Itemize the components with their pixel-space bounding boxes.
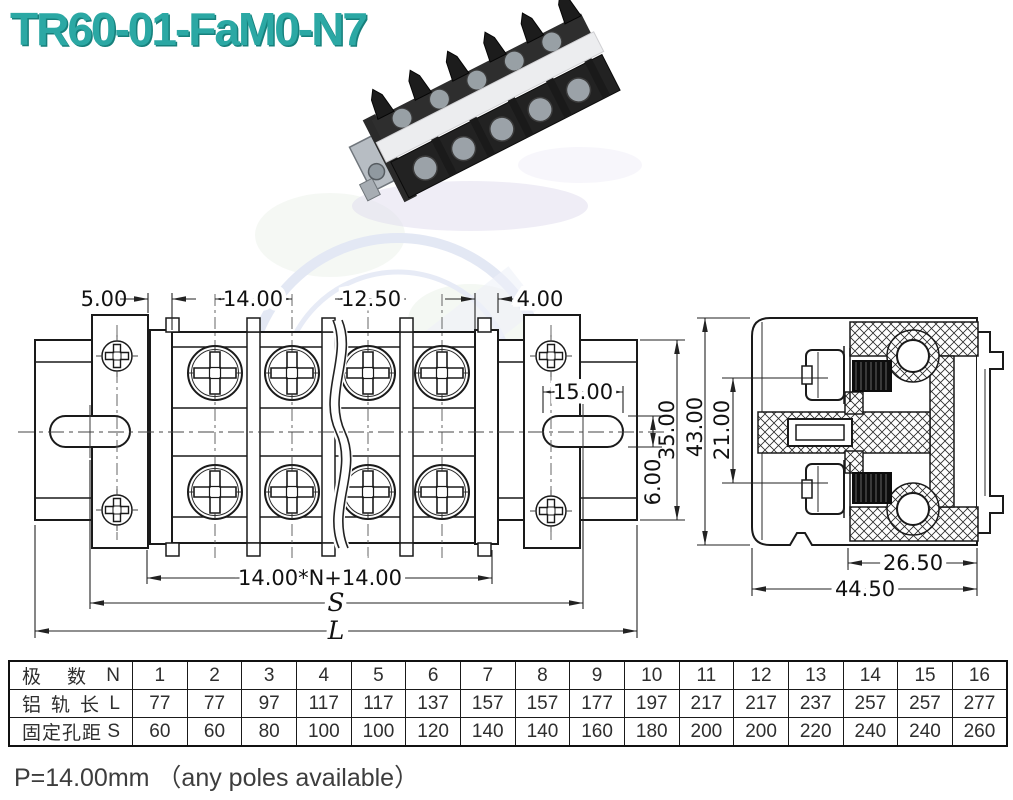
table-cell: 1 xyxy=(132,660,188,690)
section-screw-bottom xyxy=(801,460,892,518)
row-label: 极数 xyxy=(22,667,113,688)
section-screw-top xyxy=(801,346,892,404)
table-cell: 2 xyxy=(186,660,243,690)
table-cell: 157 xyxy=(459,689,516,718)
table-cell: 5 xyxy=(350,660,407,690)
row-label: 固定孔距 xyxy=(22,723,103,744)
table-cell: 77 xyxy=(132,689,188,718)
dim-screw-spacing: 21.00 xyxy=(710,400,734,460)
table-cell: 12 xyxy=(733,660,789,690)
dim-pole-pitch: 14.00 xyxy=(223,287,283,311)
table-cell: 240 xyxy=(897,717,953,747)
table-cell: 277 xyxy=(951,689,1008,718)
table-cell: 177 xyxy=(569,689,625,718)
table-cell: 97 xyxy=(241,689,297,718)
table-cell: 77 xyxy=(186,689,243,718)
dim-length-formula: 14.00*N+14.00 xyxy=(238,566,402,590)
footer-note: P=14.00mm （any poles available） xyxy=(14,764,420,792)
photo-lower-screws xyxy=(412,77,592,181)
dim-mid-span: 12.50 xyxy=(341,287,401,311)
table-cell: 80 xyxy=(241,717,297,747)
table-cell: 180 xyxy=(623,717,680,747)
table-cell: 10 xyxy=(623,660,680,690)
table-cell: 60 xyxy=(186,717,243,747)
table-cell: 117 xyxy=(295,689,352,718)
row-symbol: N xyxy=(106,664,120,686)
table-cell: 13 xyxy=(787,660,844,690)
table-cell: 100 xyxy=(350,717,407,747)
table-cell: 14 xyxy=(842,660,899,690)
table-cell: 117 xyxy=(350,689,407,718)
rail-clip-foot xyxy=(977,331,1004,534)
dim-symbol-l: L xyxy=(327,616,345,645)
table-cell: 197 xyxy=(623,689,680,718)
row-symbol: S xyxy=(107,720,120,742)
table-cell: 15 xyxy=(897,660,953,690)
dim-total-height: 43.00 xyxy=(683,397,707,457)
photo-barrier-fins xyxy=(370,0,582,121)
dim-right-end-wall: 4.00 xyxy=(517,287,564,311)
table-cell: 200 xyxy=(733,717,789,747)
table-cell: 200 xyxy=(678,717,735,747)
table-cell: 11 xyxy=(678,660,735,690)
product-photo xyxy=(348,0,642,231)
row-symbol: L xyxy=(109,692,120,714)
table-cell: 257 xyxy=(842,689,899,718)
table-cell: 100 xyxy=(295,717,352,747)
front-view: 5.00 14.00 12.50 4.00 15.00 6.00 35.00 4… xyxy=(18,283,750,650)
table-cell: 137 xyxy=(405,689,461,718)
photo-marking-strip xyxy=(375,31,605,163)
table-cell: 157 xyxy=(514,689,571,718)
dim-slot-width: 15.00 xyxy=(553,380,613,404)
table-cell: 220 xyxy=(787,717,844,747)
table-cell: 3 xyxy=(241,660,297,690)
table-cell: 257 xyxy=(897,689,953,718)
pole-barriers xyxy=(165,317,492,557)
dim-slot-height: 6.00 xyxy=(641,459,665,506)
table-cell: 6 xyxy=(405,660,461,690)
table-cell: 217 xyxy=(678,689,735,718)
table-cell: 237 xyxy=(787,689,844,718)
table-cell: 240 xyxy=(842,717,899,747)
dim-inner-width: 26.50 xyxy=(883,551,943,575)
table-cell: 120 xyxy=(405,717,461,747)
table-cell: 8 xyxy=(514,660,571,690)
table-cell: 140 xyxy=(514,717,571,747)
dim-symbol-s: S xyxy=(327,588,344,617)
table-cell: 217 xyxy=(733,689,789,718)
side-view: 21.00 26.50 44.50 xyxy=(710,317,1004,606)
page-title: TR60-01-FaM0-N7 xyxy=(10,3,368,55)
table-cell: 60 xyxy=(132,717,188,747)
front-view-dimensions: 5.00 14.00 12.50 4.00 15.00 6.00 35.00 4… xyxy=(34,283,750,650)
table-cell: 260 xyxy=(951,717,1008,747)
table-cell: 160 xyxy=(569,717,625,747)
table-cell: 140 xyxy=(459,717,516,747)
dim-total-width: 44.50 xyxy=(835,577,895,601)
table-cell: 16 xyxy=(951,660,1008,690)
table-cell: 4 xyxy=(295,660,352,690)
table-cell: 7 xyxy=(459,660,516,690)
dim-body-height: 35.00 xyxy=(655,400,679,460)
table-cell: 9 xyxy=(569,660,625,690)
dim-left-end-wall: 5.00 xyxy=(81,287,128,311)
row-label: 铝轨长 xyxy=(22,695,110,716)
side-view-dimensions: 21.00 26.50 44.50 xyxy=(710,377,978,606)
